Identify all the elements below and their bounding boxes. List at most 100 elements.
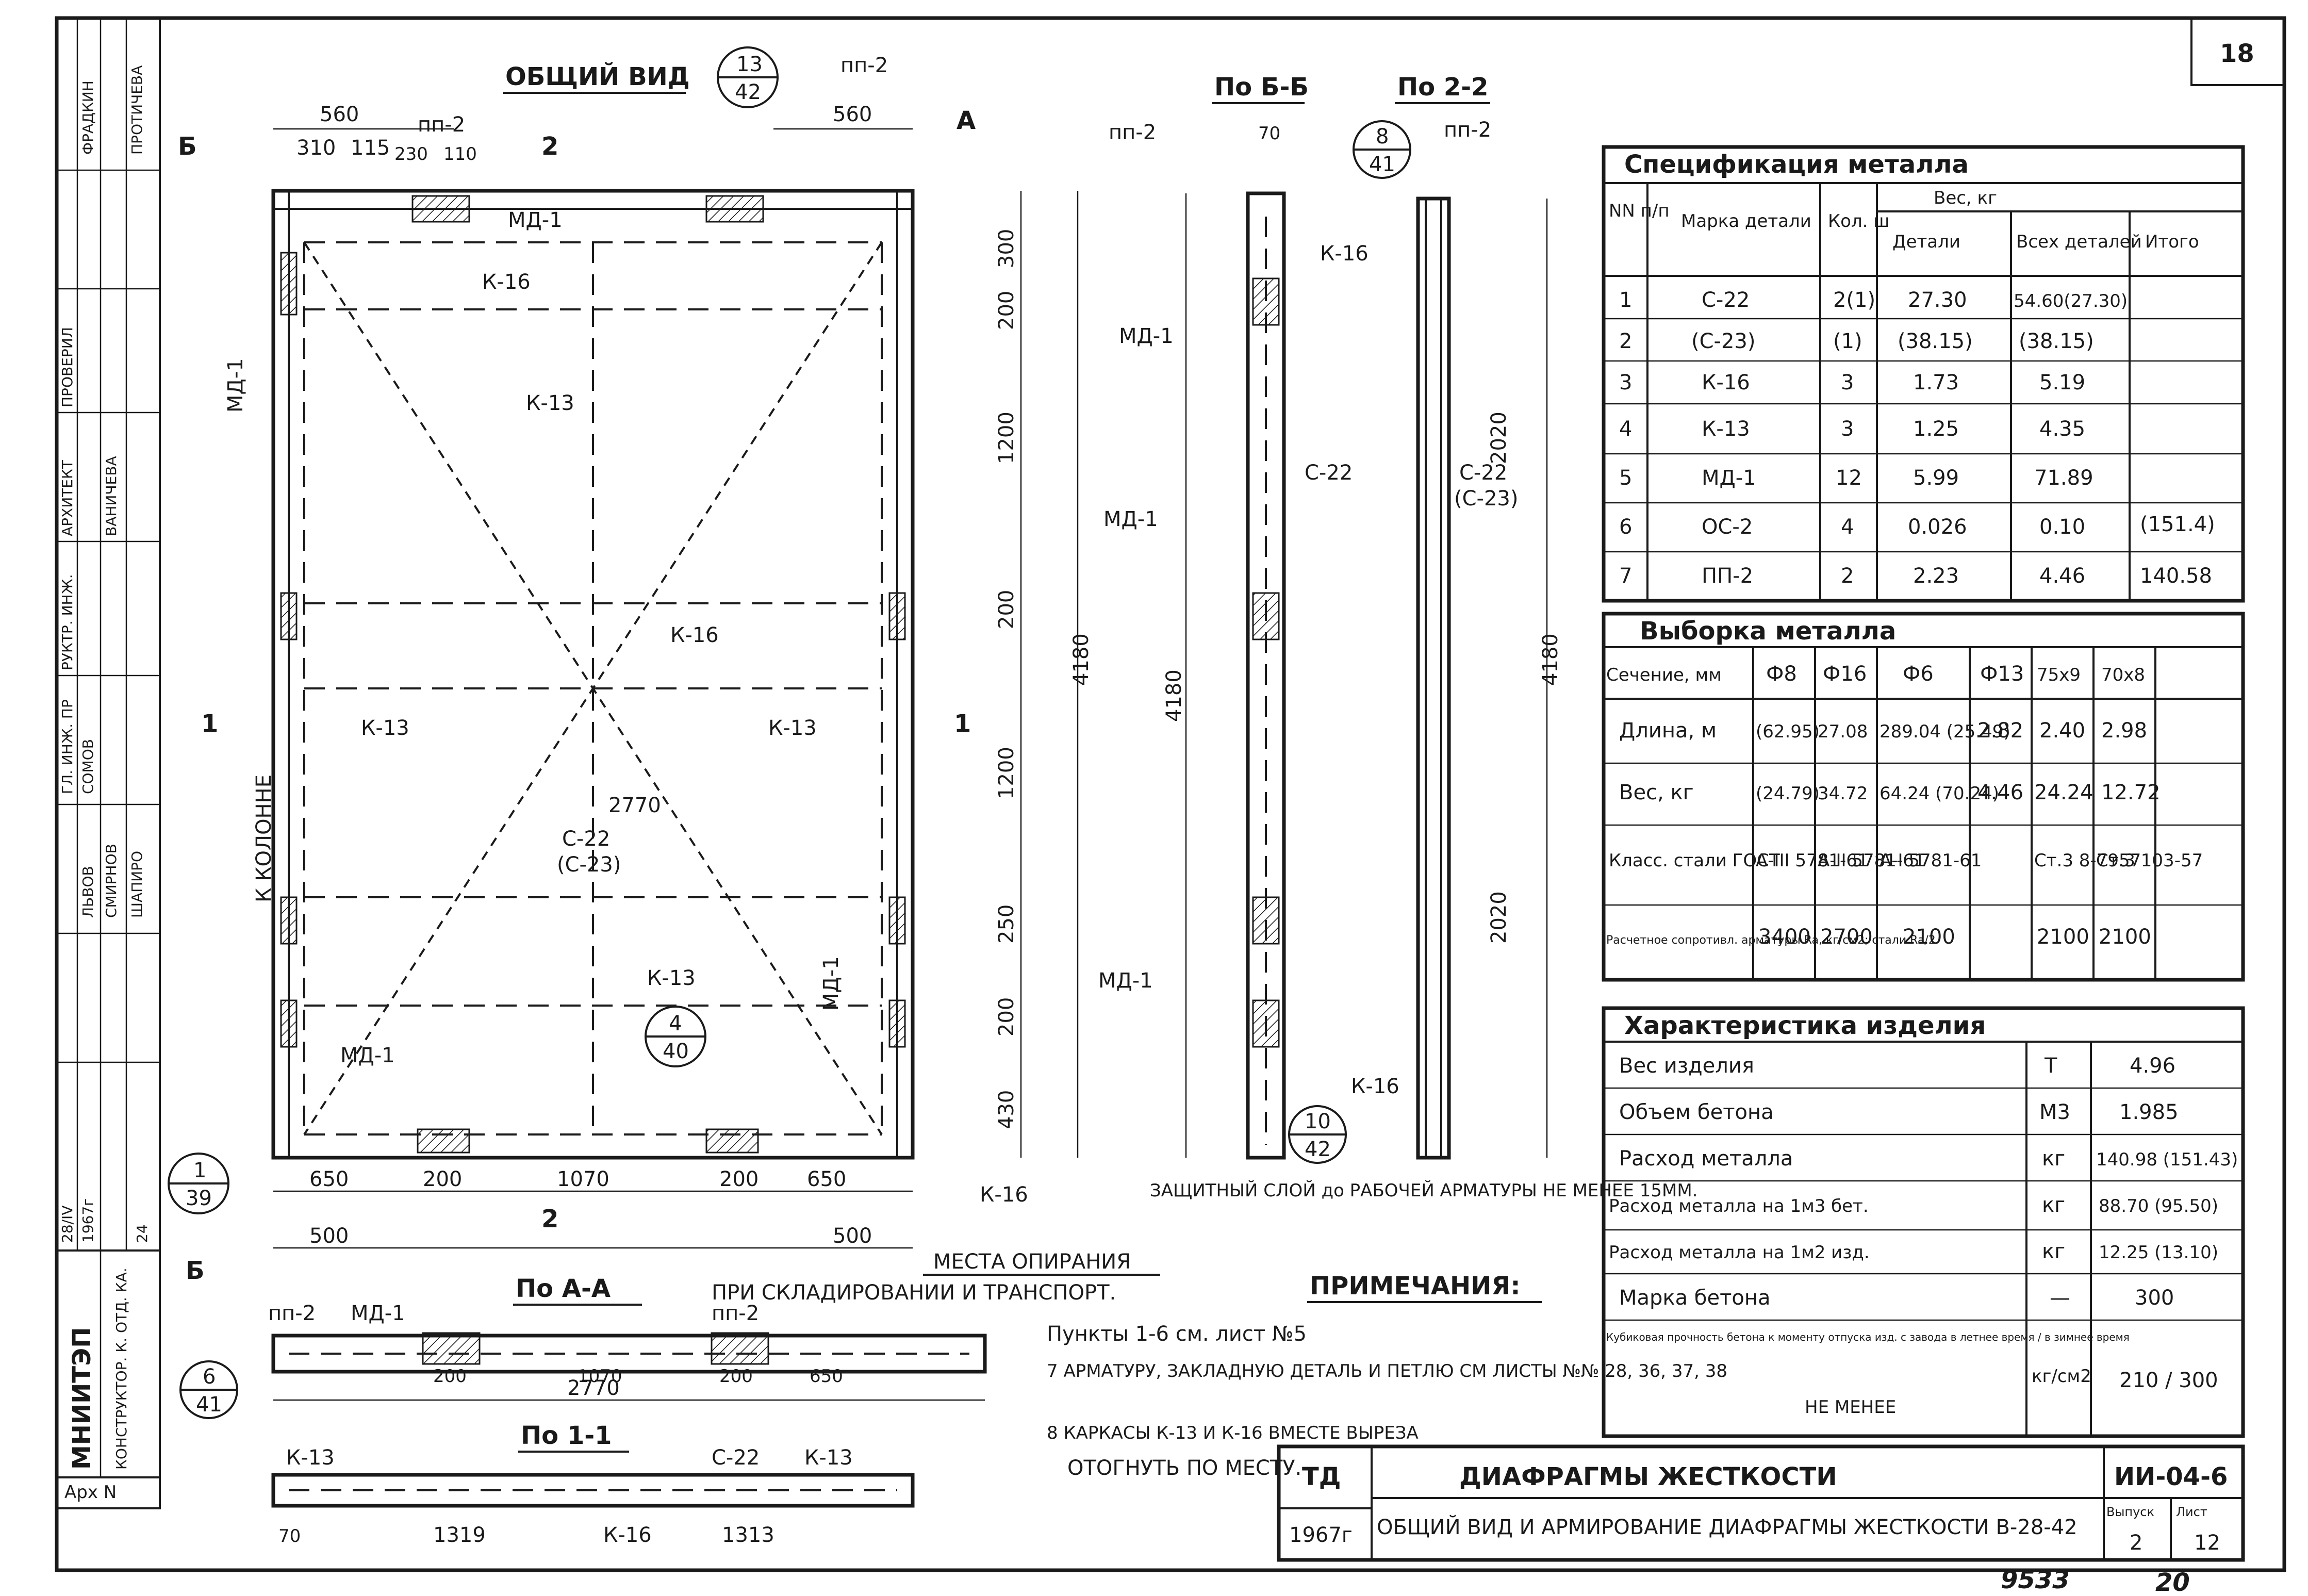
drawing-label: 24.24 (2034, 781, 2093, 804)
drawing-label: Расход металла (1619, 1147, 1793, 1171)
drawing-label: Ф13 (1980, 662, 2024, 686)
note-item-3: 8 КАРКАСЫ К-13 И К-16 ВМЕСТЕ ВЫРЕЗА (1047, 1423, 1419, 1443)
sheet-number: 18 (2220, 39, 2254, 68)
aa-dim-1070: 1070 (578, 1366, 622, 1387)
drawing-label: 2100 (2099, 925, 2151, 949)
drawing-label: 27.08 (1818, 721, 1868, 742)
bb-md1-b: МД-1 (1103, 507, 1158, 531)
drawing-label: 0.10 (2039, 515, 2085, 539)
dim-650-right: 650 (807, 1167, 846, 1191)
drawing-label: Вес, кг (1619, 781, 1694, 804)
side-role-0: ГЛ. ИНЖ. ПР (59, 699, 76, 794)
marker-a-top: А (957, 106, 976, 135)
diagonal-2 (303, 241, 883, 1136)
drawing-label: 2700 (1820, 925, 1873, 949)
label-pp2-top2: пп-2 (840, 54, 888, 77)
label-k-kolonne: К КОЛОННЕ (252, 775, 276, 902)
view-title-general: ОБЩИЙ ВИД (505, 62, 690, 91)
label-md1-left: МД-1 (224, 358, 248, 413)
selection-table: Выборка металла Сечение, мм Ф8 Ф16 Ф6 Ф1… (1602, 612, 2245, 982)
dim-110: 110 (443, 144, 477, 164)
bb-pp2: пп-2 (1109, 121, 1156, 144)
drawing-label: (38.15) (2019, 330, 2094, 353)
drawing-label: 3 (1841, 417, 1854, 441)
side-year: 1967г (79, 1198, 96, 1243)
drawing-label: 41 (196, 1393, 222, 1417)
drawing-label: 2.98 (2101, 719, 2147, 743)
s22-dim-2020-b: 2020 (1487, 891, 1511, 944)
organization-block: МНИИТЭП КОНСТРУКТОР. К. ОТД. КА. Арх N (56, 1249, 161, 1509)
drawing-label: 71.89 (2034, 466, 2093, 490)
drawing-label: NN п/п (1609, 201, 1670, 221)
drawing-label: (С-23) (1691, 330, 1755, 353)
side-role-3: ПРОВЕРИЛ (59, 327, 76, 407)
drawing-label: Класс. стали ГОСТ (1609, 850, 1780, 871)
drawing-label: 2 (1619, 330, 1632, 353)
drawing-label: А-II 5781-61 (1818, 850, 1925, 871)
drawing-label: 2 (1841, 564, 1854, 588)
s22-c23-right: (С-23) (1454, 487, 1518, 511)
drawing-label: ПП-2 (1702, 564, 1753, 588)
drawing-label: 3400 (1758, 925, 1811, 949)
dim-560-right: 560 (833, 103, 872, 126)
label-dim-2770: 2770 (608, 794, 661, 817)
callout-general: 13 42 (717, 46, 779, 108)
dim-1200-a: 1200 (995, 412, 1018, 464)
section-aa (271, 1332, 987, 1374)
drawing-label: 2100 (1903, 925, 1955, 949)
stamp-page: 20 (2155, 1568, 2190, 1596)
embedded-parts (280, 195, 906, 1154)
callout-bottom: 4 40 (645, 1006, 706, 1067)
s22-pp2: пп-2 (1444, 118, 1491, 142)
drawing-label: 8 (1376, 125, 1389, 149)
label-md1-right: МД-1 (819, 956, 843, 1011)
drawing-label: (62.95) (1756, 721, 1820, 742)
drawing-label: М3 (2039, 1100, 2070, 1124)
selection-title: Выборка металла (1640, 617, 1896, 646)
s11-k13-right: К-13 (804, 1446, 853, 1470)
note-item-1: Пункты 1-6 см. лист №5 (1047, 1322, 1307, 1346)
dim-200-bl: 200 (423, 1167, 462, 1191)
label-k13-left: К-13 (361, 716, 409, 740)
drawing-label: 7 (1619, 564, 1632, 588)
drawing-label: 12 (1836, 466, 1862, 490)
side-role-1: РУКТР. ИНЖ. (59, 574, 76, 670)
drawing-label: 0.026 (1908, 515, 1967, 539)
s11-k16: К-16 (603, 1523, 652, 1547)
drawing-label: Расход металла на 1м3 бет. (1609, 1196, 1869, 1216)
drawing-label: 4.35 (2039, 417, 2085, 441)
drawing-label: 6 (203, 1365, 216, 1389)
aa-pp2-left: пп-2 (268, 1302, 316, 1325)
s22-dim-2020-a: 2020 (1487, 412, 1511, 464)
drawing-label: К-16 (1702, 371, 1750, 394)
drawing-label: 42 (1305, 1138, 1331, 1161)
dim-300: 300 (995, 229, 1018, 268)
drawing-label: 1 (193, 1159, 206, 1182)
drawing-label: 2100 (2037, 925, 2089, 949)
side-number: 24 (134, 1224, 151, 1243)
marker-2-bottom: 2 (541, 1205, 558, 1233)
drawing-label: Расход металла на 1м2 изд. (1609, 1242, 1870, 1263)
bb-dim-4180: 4180 (1162, 669, 1186, 722)
drawing-label: Ст.3 8-7957 (2034, 850, 2141, 871)
s11-dim-1313: 1313 (722, 1523, 774, 1547)
dim-200-a: 200 (995, 291, 1018, 330)
s22-c22-right: С-22 (1459, 461, 1507, 485)
drawing-label: кг (2042, 1240, 2065, 1263)
dim-430: 430 (995, 1090, 1018, 1129)
bb-md1-c: МД-1 (1098, 969, 1153, 993)
drawing-label: 39 (186, 1187, 212, 1210)
marker-1-right: 1 (954, 710, 971, 738)
spec-title: Спецификация металла (1624, 150, 1969, 179)
drawing-label: ОС-2 (1702, 515, 1753, 539)
drawing-label: 2.82 (1977, 719, 2023, 743)
drawing-label: 140.58 (2140, 564, 2212, 588)
label-k13-center: К-13 (526, 391, 574, 415)
title-sheet-label: Лист (2176, 1505, 2207, 1519)
drawing-label: Вес, кг (1934, 188, 1997, 208)
panel-outline (271, 189, 915, 1160)
aa-dim-200-l: 200 (433, 1366, 467, 1387)
marker-b-top: Б (178, 132, 197, 161)
s11-dim-70: 70 (278, 1526, 301, 1546)
drawing-label: — (2050, 1286, 2070, 1310)
